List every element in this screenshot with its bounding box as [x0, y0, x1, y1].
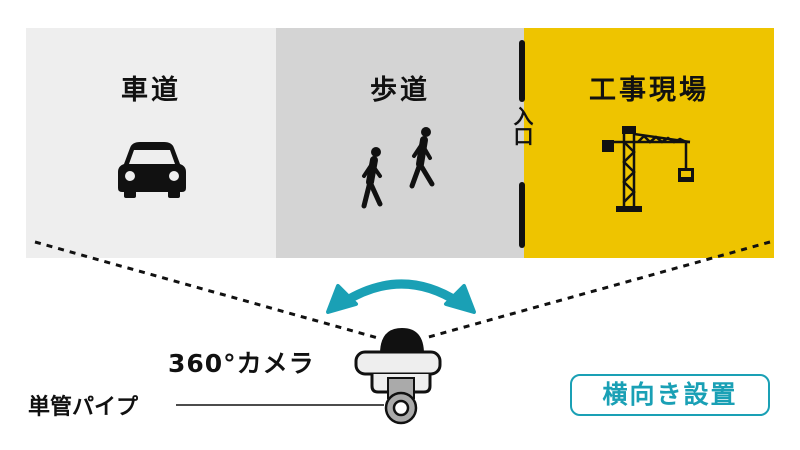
orientation-badge: 横向き設置 [570, 374, 770, 416]
entrance-label: 入口 [510, 106, 534, 146]
pedestrians-icon [361, 127, 435, 209]
camera-label: 360°カメラ [168, 349, 315, 378]
sidewalk-label: 歩道 [370, 75, 430, 106]
pipe-clamp-icon [384, 391, 418, 425]
road-label: 車道 [121, 75, 181, 106]
road-zone: 車道 [26, 28, 276, 258]
view-line-right [424, 240, 771, 340]
pipe-label: 単管パイプ [28, 395, 139, 420]
construction-label: 工事現場 [589, 75, 709, 106]
entrance-line-bottom [519, 182, 525, 248]
construction-zone: 工事現場 [524, 28, 774, 258]
entrance-line-top [519, 40, 525, 102]
tower-crane-icon [602, 126, 694, 212]
dome-camera-icon [354, 328, 442, 399]
view-line-left [34, 240, 379, 340]
car-icon [118, 142, 186, 198]
sidewalk-zone: 歩道 [276, 28, 524, 258]
rotation-arrow-icon [326, 279, 476, 314]
